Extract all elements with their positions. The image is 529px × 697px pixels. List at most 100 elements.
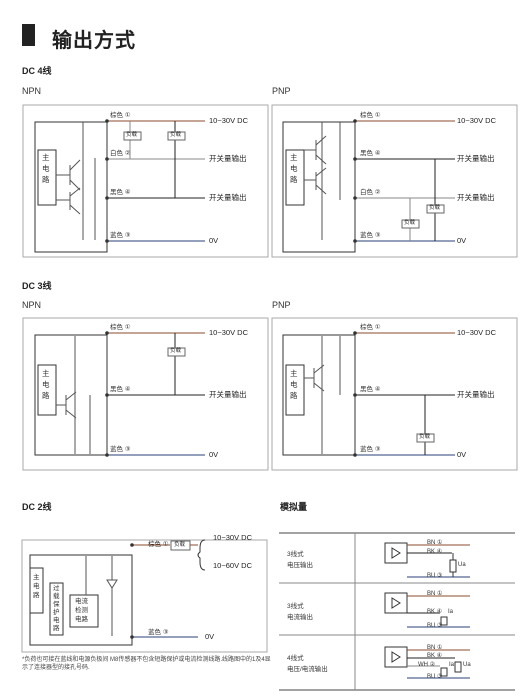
dc4-title: DC 4线	[22, 66, 52, 76]
main-circuit-label: 路	[290, 175, 298, 184]
load-label: 负载	[170, 132, 182, 138]
wire-label-brown: 棕色 ①	[360, 112, 381, 119]
pin-label: BK ④	[427, 549, 443, 555]
pin-label: BK ④	[427, 609, 443, 615]
main-circuit-label: 主	[290, 369, 298, 378]
wire-label-blue: 蓝色 ③	[148, 629, 169, 636]
dc2-diagram	[21, 539, 268, 653]
detect-circuit-label: 检测	[75, 607, 88, 614]
wire-label-brown: 棕色 ①	[110, 112, 131, 119]
output-label: Ua	[463, 662, 471, 668]
detect-circuit-label: 电路	[75, 616, 88, 623]
signal-switch-output: 开关量输出	[457, 154, 495, 163]
load-label: 负载	[429, 205, 441, 211]
dc4-npn-diagram	[22, 104, 269, 258]
output-label: Ia	[448, 609, 454, 615]
protect-circuit-label: 路	[53, 625, 60, 632]
protect-circuit-label: 过	[53, 585, 60, 592]
wire-label-black: 黑色 ④	[110, 189, 131, 196]
load-label: 负载	[404, 220, 416, 226]
wire-label-black: 黑色 ④	[360, 150, 381, 157]
main-circuit-label: 路	[33, 592, 40, 599]
analog-title: 模拟量	[280, 502, 308, 512]
wire-label-black: 黑色 ④	[360, 386, 381, 393]
dc2-footnote: *负荷也可接在蓝线和电源负极间 M8传感器不包含短路保护或电流检测线路.线路图中…	[22, 657, 271, 671]
load-label: 负载	[174, 542, 186, 548]
analog-table	[279, 532, 515, 691]
main-circuit-label: 电	[290, 164, 298, 173]
wire-label-blue: 蓝色 ③	[360, 446, 381, 453]
dc3-title: DC 3线	[22, 281, 52, 291]
load-label: 负载	[126, 132, 138, 138]
pin-label: BU ③	[427, 674, 443, 680]
pin-label: BN ①	[427, 591, 443, 597]
signal-switch-output: 开关量输出	[457, 193, 495, 202]
protect-circuit-label: 护	[53, 609, 60, 616]
protect-circuit-label: 电	[53, 617, 60, 624]
dc2-title: DC 2线	[22, 502, 52, 512]
analog-row-name: 电流输出	[287, 614, 313, 621]
signal-supply-dc-alt: 10~60V DC	[213, 561, 252, 570]
pin-label: BN ①	[427, 645, 443, 651]
wire-label-white: 白色 ②	[110, 150, 131, 157]
wire-label-blue: 蓝色 ③	[110, 446, 131, 453]
dc3-pnp-diagram	[271, 317, 518, 471]
main-circuit-label: 主	[33, 574, 40, 581]
signal-switch-output: 开关量输出	[457, 390, 495, 399]
signal-supply: 10~30V DC	[457, 116, 496, 125]
main-circuit-label: 主	[42, 153, 50, 162]
wire-label-black: 黑色 ④	[110, 386, 131, 393]
analog-row-name: 3线式	[287, 551, 304, 558]
output-label: Ua	[458, 562, 466, 568]
main-circuit-label: 电	[42, 164, 50, 173]
analog-row-name: 4线式	[287, 655, 304, 662]
pin-label: BN ①	[427, 540, 443, 546]
signal-supply: 10~30V DC	[209, 116, 248, 125]
protect-circuit-label: 保	[53, 601, 60, 608]
wire-label-brown: 棕色 ①	[360, 324, 381, 331]
main-circuit-label: 电	[290, 380, 298, 389]
main-circuit-label: 路	[290, 391, 298, 400]
signal-supply: 10~30V DC	[209, 328, 248, 337]
main-circuit-label: 主	[42, 369, 50, 378]
dc4-pnp-diagram	[271, 104, 518, 258]
dc3-npn-label: NPN	[22, 300, 42, 310]
analog-row-name: 电压/电流输出	[287, 666, 328, 673]
pin-label: WH ②	[418, 662, 436, 668]
signal-supply-dc: 10~30V DC	[213, 533, 252, 542]
title-marker	[22, 24, 35, 46]
main-circuit-label: 路	[42, 175, 50, 184]
protect-circuit-label: 载	[53, 593, 60, 600]
pin-label: BU ③	[427, 573, 443, 579]
main-circuit-label: 主	[290, 153, 298, 162]
signal-switch-output: 开关量输出	[209, 193, 247, 202]
signal-switch-output: 开关量输出	[209, 154, 247, 163]
detect-circuit-label: 电流	[75, 598, 88, 605]
signal-ground: 0V	[457, 450, 467, 459]
main-circuit-label: 电	[33, 583, 40, 590]
page-title: 输出方式	[52, 30, 136, 52]
dc4-pnp-label: PNP	[272, 86, 291, 96]
main-circuit-label: 电	[42, 380, 50, 389]
wire-label-blue: 蓝色 ③	[360, 232, 381, 239]
pin-label: BU ③	[427, 623, 443, 629]
main-circuit-label: 路	[42, 391, 50, 400]
load-label: 负载	[170, 348, 182, 354]
analog-row-name: 电压输出	[287, 562, 313, 569]
dc3-pnp-label: PNP	[272, 300, 291, 310]
signal-supply: 10~30V DC	[457, 328, 496, 337]
output-label: Ia	[449, 662, 455, 668]
load-label: 负载	[419, 434, 431, 440]
wire-label-brown: 棕色 ①	[110, 324, 131, 331]
signal-ground: 0V	[457, 236, 467, 245]
signal-ground: 0V	[209, 450, 219, 459]
wire-label-white: 白色 ②	[360, 189, 381, 196]
signal-switch-output: 开关量输出	[209, 390, 247, 399]
signal-ground: 0V	[209, 236, 219, 245]
signal-ground: 0V	[205, 632, 215, 641]
dc3-npn-diagram	[22, 317, 269, 471]
pin-label: BK ④	[427, 653, 443, 659]
wire-label-blue: 蓝色 ③	[110, 232, 131, 239]
wire-label-brown: 棕色 ①	[148, 541, 169, 548]
